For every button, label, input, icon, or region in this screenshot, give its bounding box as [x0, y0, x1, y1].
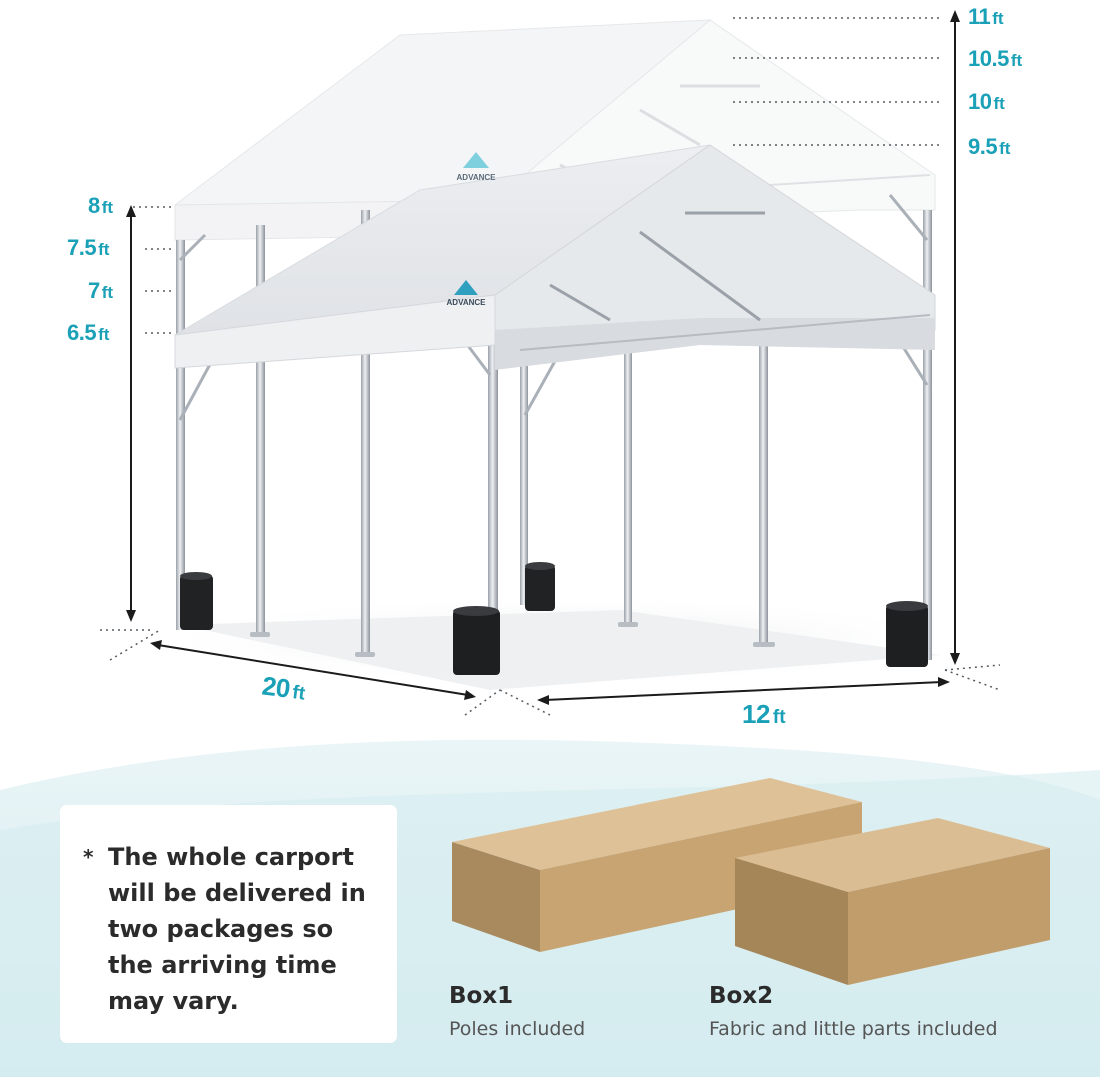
box2-illustration [735, 818, 1050, 985]
pole [488, 210, 498, 670]
pole [624, 340, 632, 625]
delivery-note-text: The whole carport will be delivered in t… [108, 843, 366, 1015]
sandbag [525, 562, 555, 611]
pole [176, 240, 185, 630]
dimension-arrows [126, 10, 960, 705]
sandbags [180, 562, 928, 675]
pole [256, 225, 265, 635]
length-arrow [157, 644, 469, 696]
carport-canopy [174, 144, 936, 370]
sandbag [886, 601, 928, 667]
advance-logo-upper: ADVANCE [457, 152, 497, 182]
svg-text:ADVANCE: ADVANCE [457, 173, 497, 182]
box1-subtitle: Poles included [449, 1018, 586, 1040]
advance-logo-lower: ADVANCE [447, 280, 487, 307]
sandbag [453, 606, 500, 675]
height-guides [100, 17, 1001, 716]
box2-title: Box2 [709, 983, 774, 1009]
pole [759, 325, 768, 645]
delivery-note-card: * The whole carport will be delivered in… [60, 805, 397, 1043]
sandbag [180, 572, 213, 630]
note-bullet: * [83, 845, 94, 869]
length-label: 20ft [260, 670, 307, 705]
box1-title: Box1 [449, 983, 514, 1009]
svg-text:ADVANCE: ADVANCE [447, 298, 487, 307]
pole [361, 210, 370, 655]
box2-subtitle: Fabric and little parts included [709, 1018, 998, 1040]
width-arrow [544, 681, 943, 701]
pole [923, 210, 932, 660]
pole [520, 350, 528, 605]
carport-poles [176, 194, 932, 670]
box1-illustration [452, 778, 862, 952]
